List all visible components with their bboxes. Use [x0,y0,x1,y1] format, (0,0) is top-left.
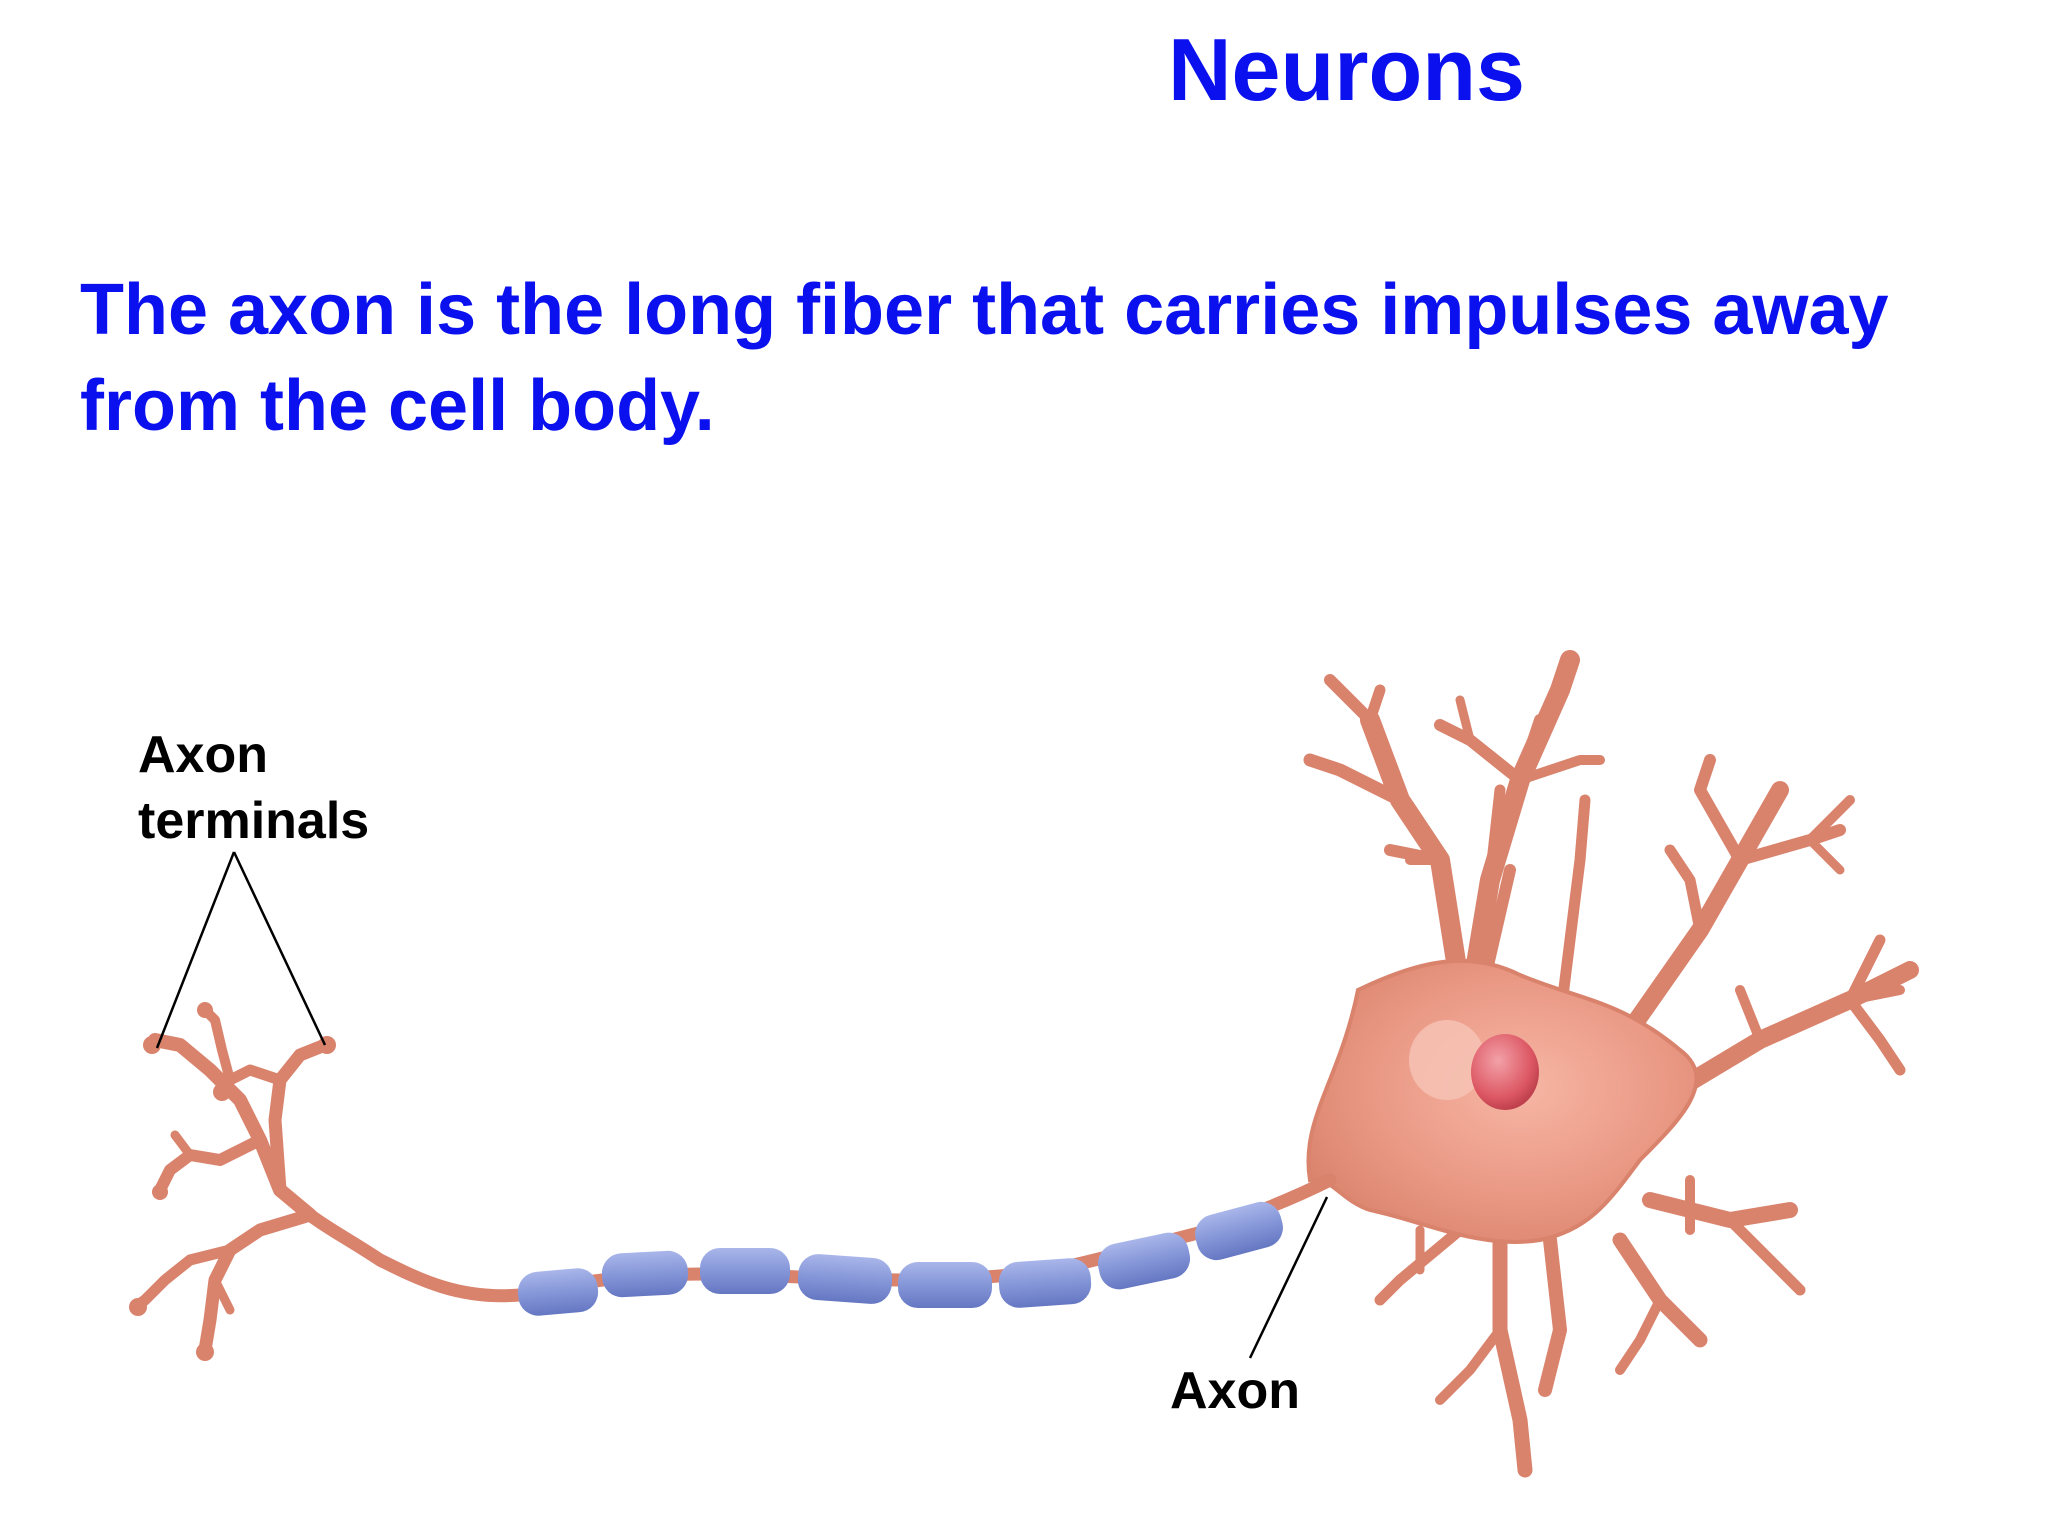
label-axon-terminals: Axon terminals [138,726,370,850]
myelin-sheath [517,1201,1283,1316]
myelin-segment [898,1262,992,1308]
myelin-segment [517,1268,599,1316]
nucleus [1471,1034,1539,1110]
pointer-axon-terminals-right [232,851,327,1046]
myelin-segment [797,1254,893,1304]
myelin-segment [998,1258,1092,1308]
label-pointers [155,851,1329,1359]
axon-terminals [132,1005,332,1357]
pointer-axon-terminals-left [155,851,236,1049]
slide-title: Neurons [1168,20,1525,119]
label-axon: Axon [1170,1362,1300,1420]
dendrites [1303,650,1919,1478]
terminal-knobs [129,1002,336,1361]
myelin-segment [601,1250,689,1298]
myelin-segment [700,1248,790,1294]
nucleus-highlight [1409,1020,1485,1100]
slide-body-text: The axon is the long fiber that carries … [80,270,1889,446]
myelin-segment [1195,1201,1283,1261]
myelin-segment [1097,1232,1191,1290]
pointer-axon [1248,1196,1329,1359]
